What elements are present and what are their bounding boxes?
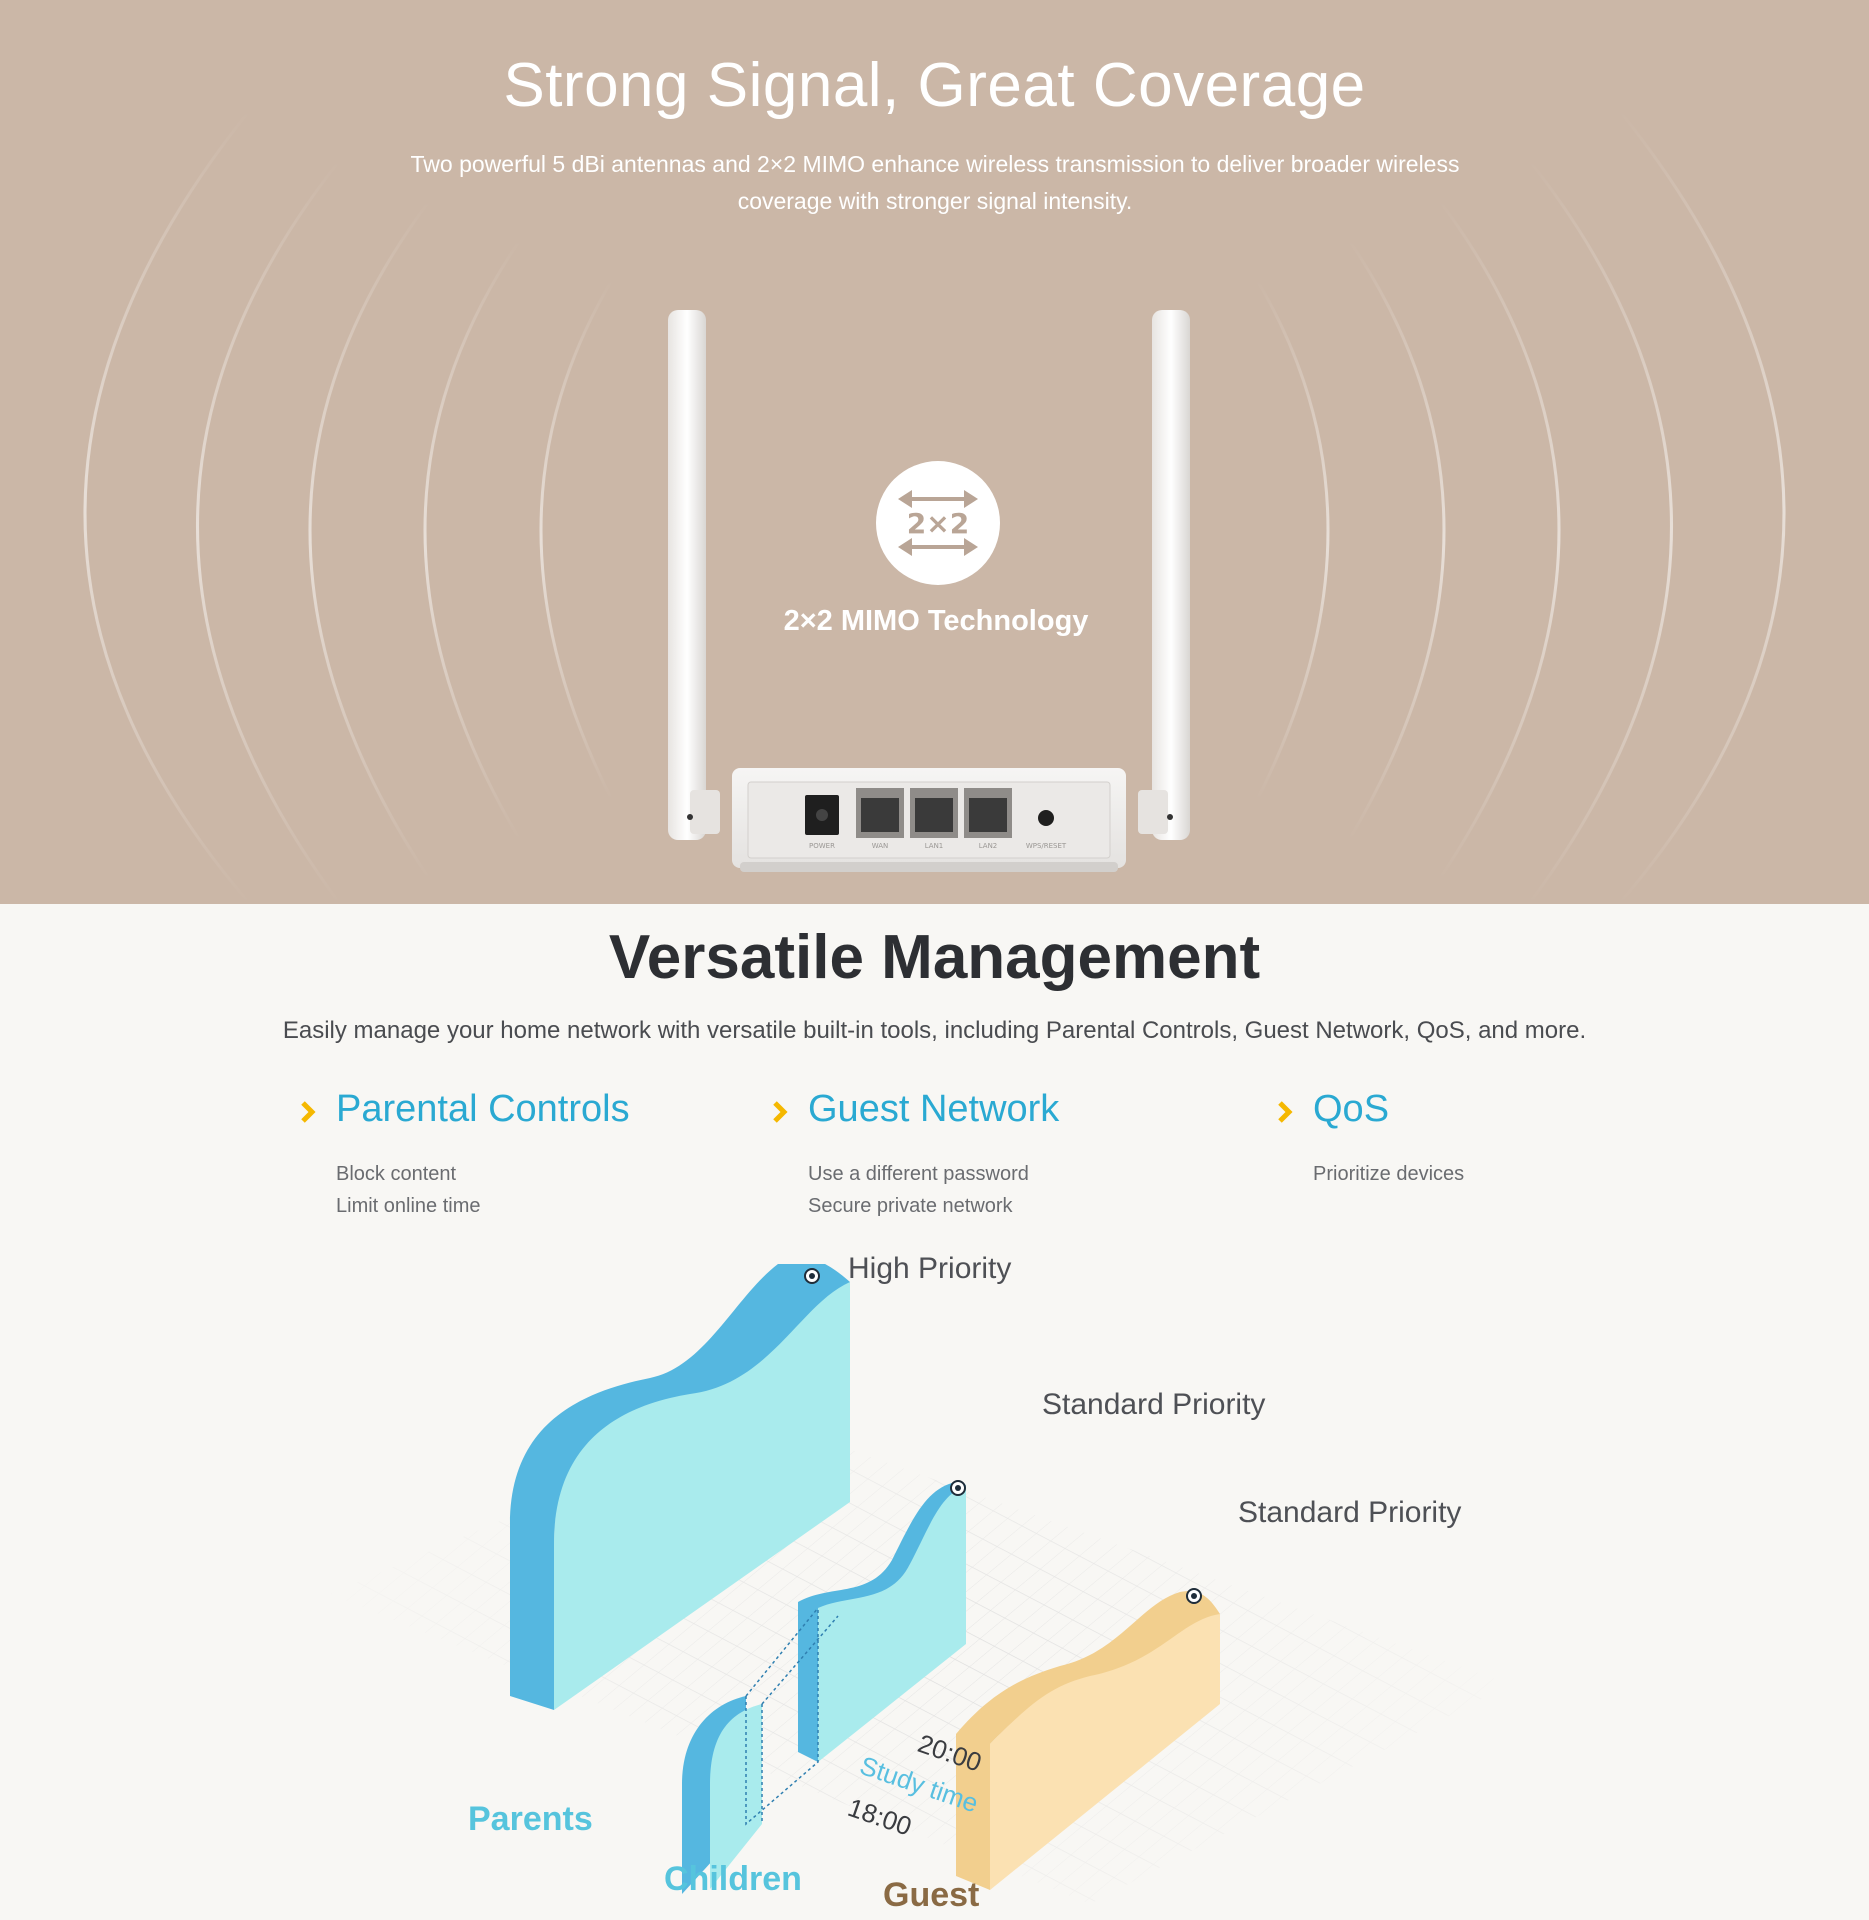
feature-list: Block content Limit online time: [336, 1158, 481, 1222]
chevron-right-icon: [301, 1101, 316, 1123]
feature-item: Limit online time: [336, 1195, 481, 1217]
feature-item: Use a different password: [808, 1163, 1029, 1185]
feature-title: Parental Controls: [336, 1088, 630, 1130]
priority-label-standard: Standard Priority: [1238, 1496, 1462, 1529]
router-image: POWER WAN LAN1 LAN2 WPS/RESET: [668, 310, 1190, 872]
mimo-badge: 2×2: [876, 461, 1000, 585]
group-label-parents: Parents: [468, 1800, 593, 1838]
svg-text:2×2: 2×2: [907, 507, 969, 540]
feature-title: Guest Network: [808, 1088, 1060, 1130]
chevron-right-icon: [1278, 1101, 1293, 1123]
mimo-label: 2×2 MIMO Technology: [783, 605, 1089, 637]
group-label-guest: Guest: [883, 1876, 980, 1914]
group-label-children: Children: [664, 1860, 802, 1898]
priority-label-high: High Priority: [848, 1252, 1012, 1285]
coverage-section: Strong Signal, Great Coverage Two powerf…: [0, 0, 1869, 904]
feature-list: Use a different password Secure private …: [808, 1158, 1029, 1222]
management-title: Versatile Management: [608, 923, 1261, 992]
management-description: Easily manage your home network with ver…: [282, 1017, 1587, 1044]
management-section: Versatile Management Easily manage your …: [0, 904, 1869, 1920]
chevron-right-icon: [773, 1101, 788, 1123]
feature-title: QoS: [1313, 1088, 1390, 1130]
qos-illustration: [330, 1255, 1510, 1904]
svg-text:WAN: WAN: [872, 842, 889, 850]
signal-waves-graphic: [83, 109, 1786, 904]
feature-item: Prioritize devices: [1313, 1163, 1465, 1185]
svg-text:LAN1: LAN1: [925, 842, 944, 850]
coverage-description: Two powerful 5 dBi antennas and 2×2 MIMO…: [410, 151, 1460, 214]
svg-text:POWER: POWER: [809, 842, 835, 850]
feature-item: Block content: [336, 1163, 457, 1185]
mimo-arrows-icon: 2×2: [898, 490, 978, 556]
svg-text:LAN2: LAN2: [979, 842, 998, 850]
priority-label-standard: Standard Priority: [1042, 1388, 1266, 1421]
coverage-title: Strong Signal, Great Coverage: [503, 51, 1366, 120]
feature-item: Secure private network: [808, 1195, 1013, 1217]
qos-diagram: High Priority Standard Priority Standard…: [330, 1252, 1530, 1914]
svg-text:WPS/RESET: WPS/RESET: [1026, 842, 1067, 850]
feature-list: Prioritize devices: [1313, 1158, 1464, 1190]
